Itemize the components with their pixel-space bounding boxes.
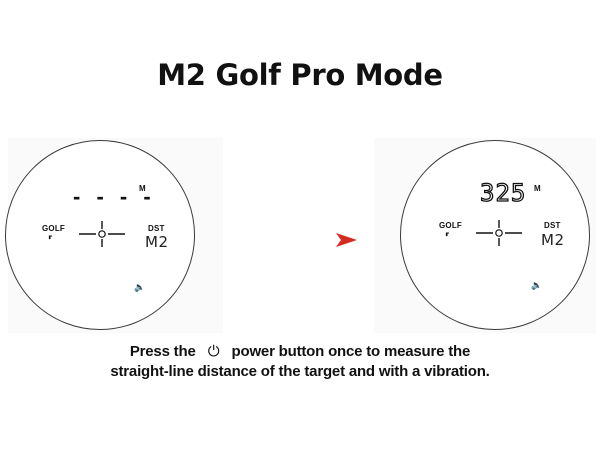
dst-label: DST [148, 224, 165, 233]
power-icon: ⏻ [207, 343, 220, 360]
distance-placeholder: - - - - [73, 184, 156, 209]
unit-label: M [534, 184, 541, 193]
arrow-icon [228, 233, 357, 247]
distance-reading: 325 [479, 179, 527, 207]
rangefinder-view-after: 325 M GOLF ⸢ DST M2 🔈 [400, 140, 590, 330]
speaker-icon: 🔈 [531, 280, 543, 290]
flag-icon: ⸢ [445, 232, 450, 243]
caption-line-1: Press the ⏻ power button once to measure… [0, 343, 600, 360]
dst-label: DST [544, 221, 561, 230]
unit-label: M [139, 184, 146, 193]
flag-icon: ⸢ [48, 235, 53, 246]
golf-label: GOLF [42, 224, 66, 233]
page-title: M2 Golf Pro Mode [157, 58, 443, 92]
rangefinder-view-before: - - - - M GOLF ⸢ DST M2 🔈 [5, 140, 195, 330]
caption-line-2: straight-line distance of the target and… [110, 363, 490, 380]
crosshair-icon [79, 221, 125, 247]
crosshair-icon [476, 220, 522, 246]
mode-indicator: M2 [541, 231, 565, 249]
golf-label: GOLF [439, 221, 463, 230]
speaker-icon: 🔈 [134, 282, 146, 292]
caption-press-text: Press the [129, 343, 196, 360]
caption-power-text: power button once to measure the [231, 343, 471, 360]
mode-indicator: M2 [145, 233, 169, 251]
